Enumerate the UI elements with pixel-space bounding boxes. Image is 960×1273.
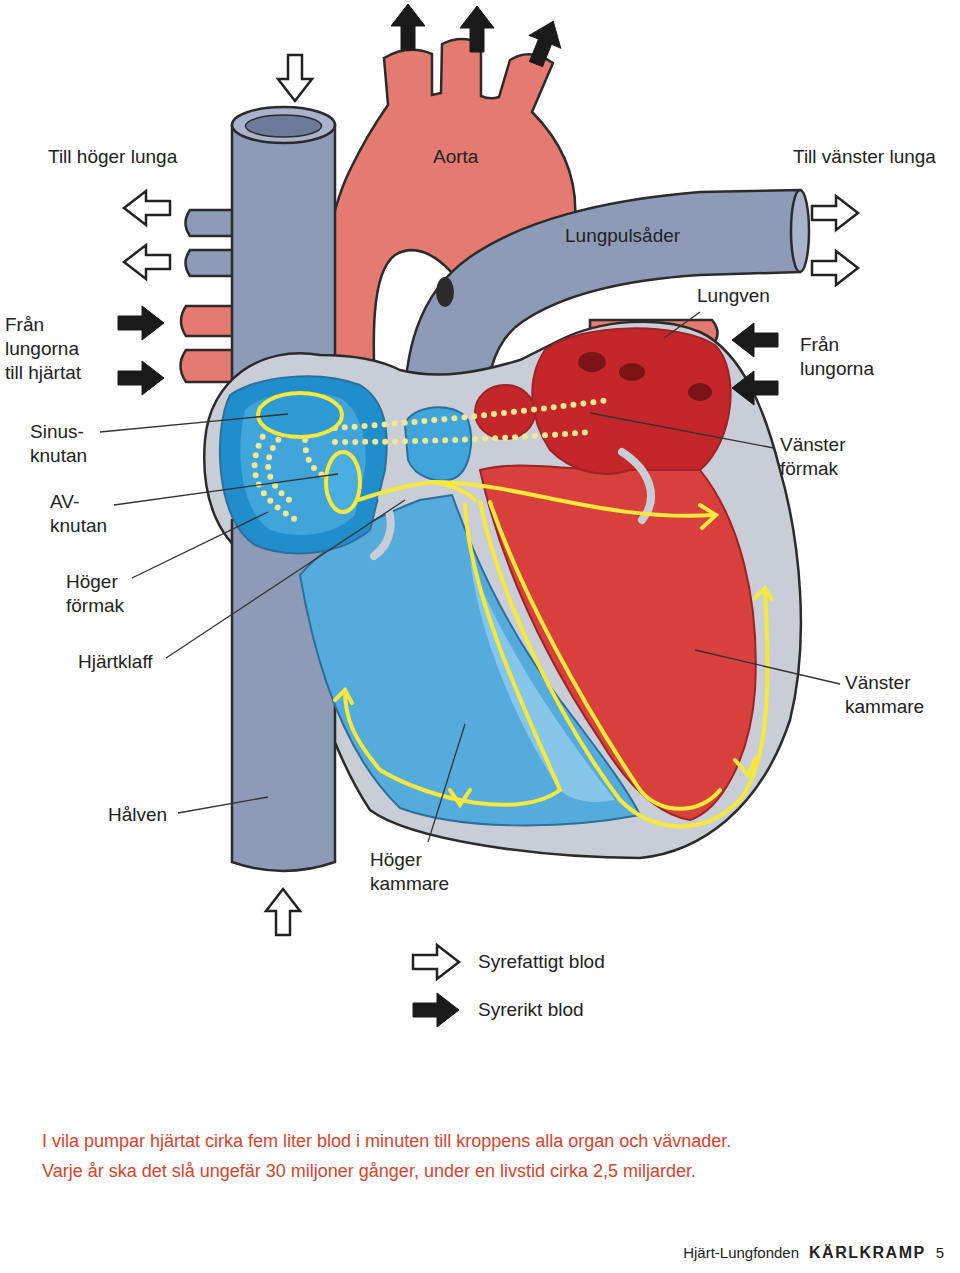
left-ventricle: [480, 466, 756, 820]
conduction-path: [305, 440, 328, 478]
oxygenated-arrow: [732, 323, 778, 357]
vein-lumen: [246, 115, 322, 137]
legend-arrow-solid: [413, 993, 459, 1027]
right-atrium: [220, 376, 387, 553]
label-box: Lungven: [697, 284, 770, 308]
fiber-fork: [735, 758, 756, 775]
footer-text: Hjärt-Lungfonden: [683, 1244, 799, 1261]
fiber-fork: [755, 588, 772, 600]
label-box: Höger förmak: [66, 570, 140, 618]
leader-lines: [100, 312, 840, 842]
leader-line: [178, 797, 268, 813]
label-box: Till vänster lunga: [793, 145, 936, 169]
right-atrium-inner: [240, 393, 365, 535]
bundle-branch: [432, 482, 715, 516]
conduction-path: [335, 432, 590, 442]
deoxygenated-arrow: [124, 191, 170, 225]
vein-opening: [578, 352, 606, 372]
leader-line: [590, 413, 774, 448]
flow-arrows: [118, 4, 858, 935]
footer-text: KÄRLKRAMP: [809, 1244, 926, 1262]
leader-line: [695, 650, 840, 684]
label-box: Till höger lunga: [48, 145, 177, 169]
label-box: Hålven: [108, 803, 167, 827]
left-atrium: [532, 328, 730, 474]
part-label: Till vänster lunga: [793, 145, 936, 169]
oxygenated-arrow: [118, 361, 164, 395]
vein-opening: [232, 107, 335, 143]
label-box: Från lungorna: [800, 333, 910, 381]
deoxygenated-arrow: [812, 251, 858, 285]
deoxygenated-arrow: [266, 889, 300, 935]
label-box: Höger kammare: [370, 848, 470, 896]
part-label: Från lungorna: [800, 333, 910, 381]
legend-entry: Syrerikt blod: [478, 998, 584, 1022]
deoxygenated-arrow: [124, 245, 170, 279]
leader-line: [132, 512, 268, 578]
fiber-fork: [450, 790, 470, 805]
leader-line: [664, 312, 700, 338]
part-label: Höger förmak: [66, 570, 140, 618]
oxygenated-arrow: [460, 6, 494, 52]
bundle-branch: [345, 505, 560, 805]
part-label: Hålven: [108, 803, 167, 827]
heart-valve-flap: [622, 452, 651, 520]
label-box: Vänster förmak: [780, 433, 880, 481]
legend-text: Syrefattigt blod: [478, 950, 605, 974]
label-box: Vänster kammare: [845, 671, 945, 719]
conduction-path: [335, 400, 610, 428]
bundle-branch: [490, 502, 720, 809]
legend-entry: Syrefattigt blod: [478, 950, 605, 974]
leader-line: [100, 414, 288, 432]
label-box: Från lungorna till hjärtat: [5, 313, 91, 385]
part-label: Från lungorna till hjärtat: [5, 313, 91, 385]
label-box: AV- knutan: [50, 490, 120, 538]
deoxygenated-arrow: [812, 196, 858, 230]
part-label: Till höger lunga: [48, 145, 177, 169]
label-box: Lungpulsåder: [565, 224, 680, 248]
part-label: AV- knutan: [50, 490, 120, 538]
part-label: Aorta: [433, 145, 478, 169]
conduction-path: [255, 428, 300, 522]
part-label: Vänster kammare: [845, 671, 945, 719]
legend-samples: [413, 945, 459, 1027]
artery-branch-hole: [436, 277, 454, 307]
label-box: Sinus- knutan: [30, 420, 106, 468]
oxygenated-arrow: [732, 371, 778, 405]
part-label: Höger kammare: [370, 848, 470, 896]
fiber-fork: [335, 690, 352, 703]
av-node: [326, 452, 360, 512]
leader-line: [166, 500, 405, 658]
label-box: Aorta: [433, 145, 478, 169]
bundle-branch: [700, 505, 716, 528]
leader-line: [114, 474, 338, 505]
heart-valve-flap: [374, 498, 391, 556]
sinus-node: [258, 393, 342, 437]
deoxygenated-arrow: [278, 55, 312, 101]
artery-end: [791, 190, 809, 272]
legend-text: Syrerikt blod: [478, 998, 584, 1022]
part-label: Lungven: [697, 284, 770, 308]
footer-text: 5: [936, 1244, 944, 1261]
label-box: Hjärtklaff: [78, 650, 153, 674]
legend-arrow-hollow: [413, 945, 459, 979]
oxygenated-arrow: [118, 306, 164, 340]
oxygenated-arrow: [391, 4, 425, 50]
oxygenated-arrow: [520, 15, 569, 70]
part-label: Sinus- knutan: [30, 420, 106, 468]
part-label: Lungpulsåder: [565, 224, 680, 248]
leader-line: [428, 724, 465, 842]
bundle-branch: [480, 502, 767, 826]
part-label: Vänster förmak: [780, 433, 880, 481]
vein-opening: [688, 383, 712, 401]
vein-opening: [619, 363, 645, 381]
conduction-path: [268, 432, 292, 502]
conduction-system: [255, 393, 772, 826]
part-label: Hjärtklaff: [78, 650, 153, 674]
caption-text: I vila pumpar hjärtat cirka fem liter bl…: [42, 1126, 740, 1186]
footer-row: Hjärt-Lungfonden KÄRLKRAMP 5: [683, 1244, 944, 1262]
